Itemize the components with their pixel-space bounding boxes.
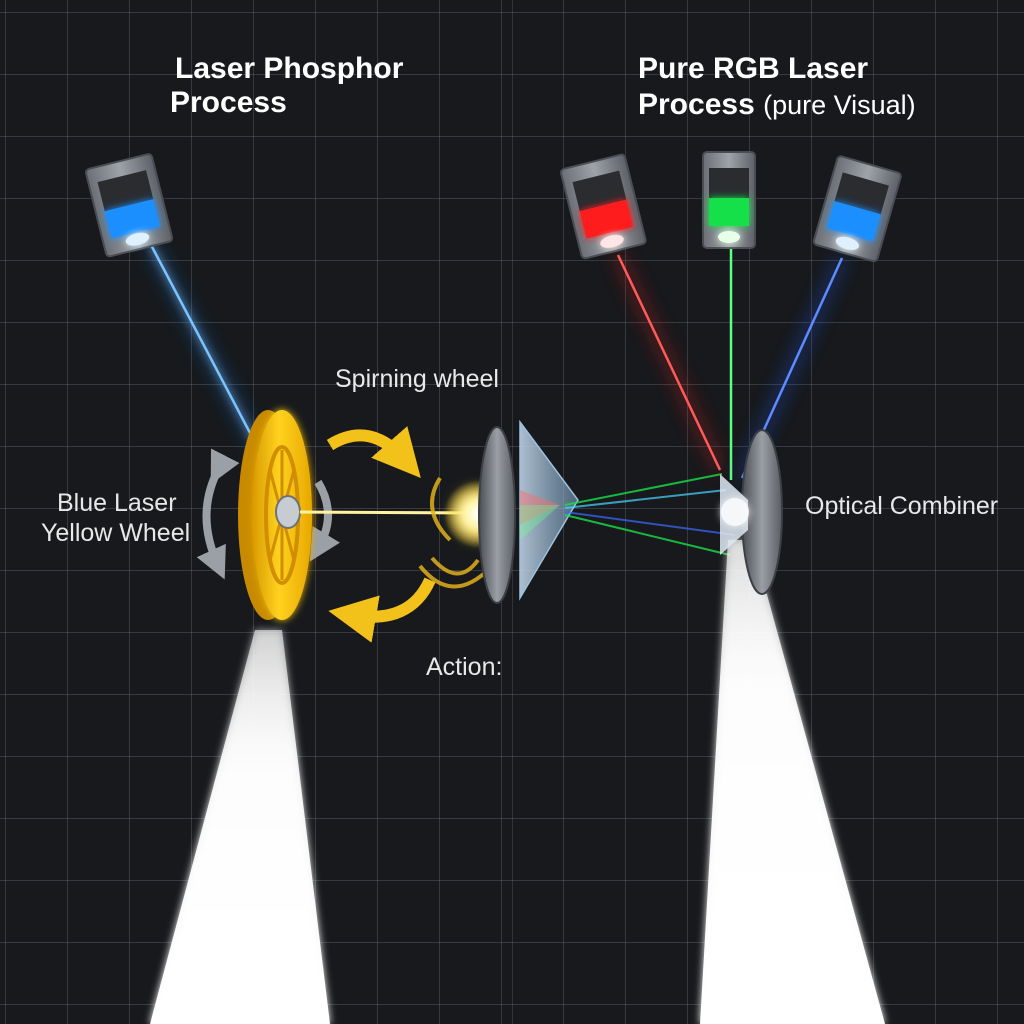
right-panel-title-line2: Process	[638, 88, 755, 121]
prism-to-combiner-blue-upper	[564, 489, 727, 509]
spin-arrow-top-icon	[326, 426, 421, 479]
left-panel-title-line2-wrap: Process	[170, 86, 287, 120]
yellow-phosphor-wheel	[238, 410, 312, 620]
right-panel-title-line2-wrap: Process (pure Visual)	[638, 88, 916, 122]
spin-swirl-icon	[418, 476, 492, 589]
blue-laser-label: Blue Laser	[57, 489, 177, 517]
spin-arrow-bottom-icon	[328, 577, 436, 643]
blue-laser-emitter	[85, 153, 174, 258]
red-laser-beam-core	[616, 254, 722, 471]
right-panel-title-line1: Pure RGB Laser	[638, 52, 869, 85]
left-panel-title-line2: Process	[170, 86, 287, 119]
white-light-beam-left	[150, 630, 330, 1024]
spinning-wheel-label: Spirning wheel	[335, 365, 499, 393]
red-laser-emitter	[560, 153, 647, 260]
left-panel-title: Laser Phosphor	[175, 52, 403, 86]
prism-green-refraction	[520, 505, 560, 540]
yellow-wheel-label: Yellow Wheel	[41, 519, 191, 547]
right-panel-title: Pure RGB Laser	[638, 52, 868, 86]
white-light-beam-right	[700, 540, 885, 1024]
prism-to-combiner-green-lower	[564, 514, 731, 556]
optical-combiner-label: Optical Combiner	[805, 492, 999, 520]
rotate-arrow-left-icon	[196, 448, 240, 580]
prism	[519, 419, 579, 601]
left-panel-title-line1: Laser Phosphor	[175, 52, 404, 85]
prism-to-combiner-green-upper	[564, 473, 723, 506]
optical-combiner	[720, 429, 783, 595]
green-laser-emitter	[702, 151, 756, 249]
action-label: Action:	[426, 653, 503, 681]
prism-red-refraction	[520, 490, 560, 525]
blue-laser-emitter-right	[812, 155, 902, 263]
focusing-lens	[478, 426, 516, 604]
prism-to-combiner-blue-lower	[564, 511, 736, 536]
right-panel-title-suffix: (pure Visual)	[763, 90, 916, 120]
